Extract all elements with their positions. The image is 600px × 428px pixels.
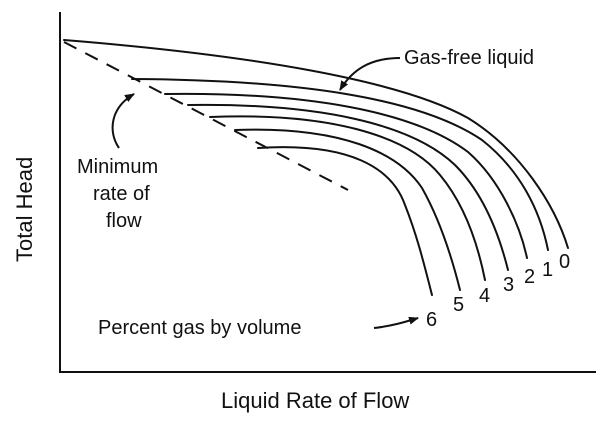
axes-frame	[59, 12, 596, 373]
minimum-rate-arrow	[111, 93, 135, 149]
minimum-rate-line	[63, 41, 349, 191]
curve-label-2: 2	[524, 266, 535, 288]
curve-3-percent	[187, 103, 509, 271]
gas-free-arrow	[339, 57, 401, 91]
percent-gas-arrow	[373, 316, 419, 329]
curve-4-percent	[209, 115, 486, 281]
minimum-rate-label-line2: rate of	[93, 183, 150, 205]
curve-label-4: 4	[479, 285, 490, 307]
curve-5-percent	[234, 128, 461, 291]
curve-2-percent	[164, 92, 528, 259]
curve-label-3: 3	[503, 274, 514, 296]
curve-1-percent	[131, 78, 549, 251]
minimum-rate-label-line1: Minimum	[77, 156, 158, 178]
curve-label-5: 5	[453, 294, 464, 316]
gas-free-label: Gas-free liquid	[404, 47, 534, 69]
curve-label-1: 1	[542, 259, 553, 281]
curve-6-percent	[257, 146, 433, 296]
y-axis-label: Total Head	[12, 157, 37, 262]
curve-0-percent	[63, 39, 569, 249]
curve-label-0: 0	[559, 251, 570, 273]
x-axis-label: Liquid Rate of Flow	[221, 388, 409, 413]
minimum-rate-label-line3: flow	[106, 210, 142, 232]
curve-label-6: 6	[426, 309, 437, 331]
percent-gas-label: Percent gas by volume	[98, 317, 301, 339]
